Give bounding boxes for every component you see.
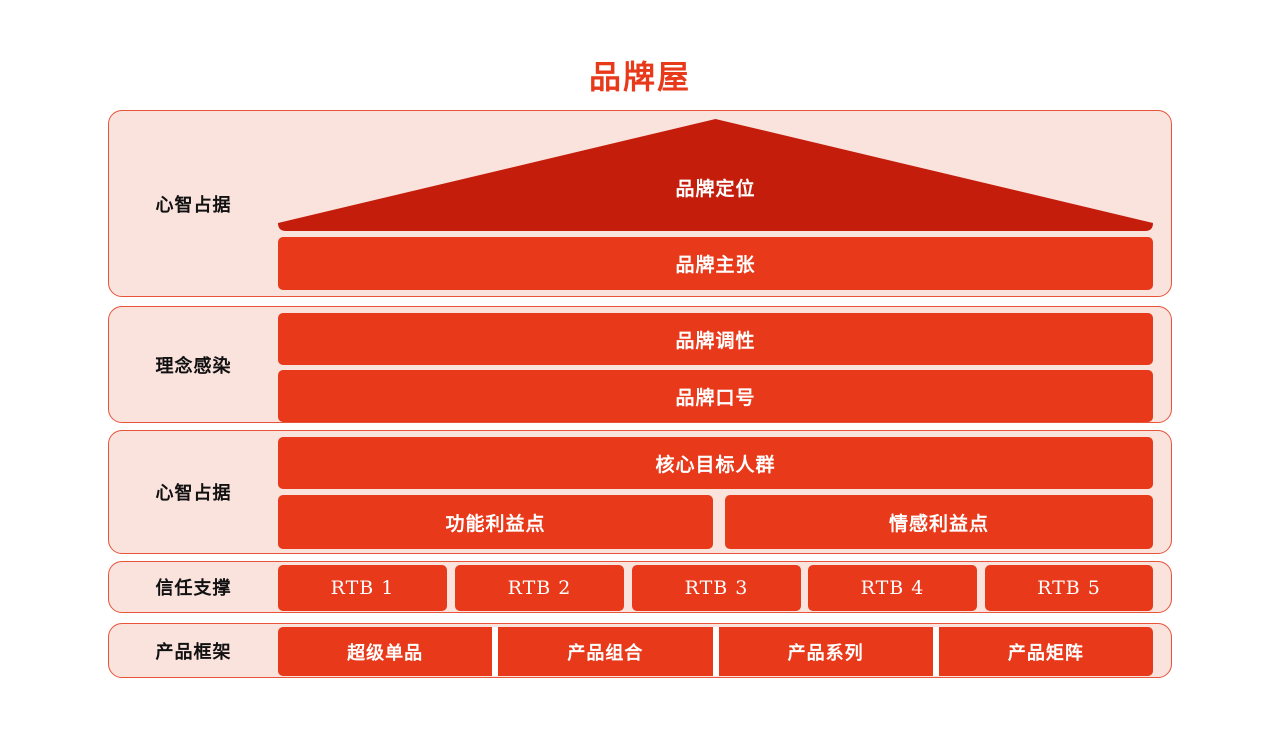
section-label: 产品框架 <box>155 641 232 663</box>
strip-divider <box>712 627 719 676</box>
section-mind-occupation-top: 心智占据 品牌定位 品牌主张 <box>108 110 1172 297</box>
section-body: RTB 1 RTB 2 RTB 3 RTB 4 RTB 5 <box>278 562 1153 612</box>
section-label: 心智占据 <box>155 483 232 504</box>
section-label: 信任支撑 <box>155 578 232 599</box>
block-super-item[interactable]: 超级单品 <box>347 642 424 664</box>
section-trust-support: 信任支撑 RTB 1 RTB 2 RTB 3 RTB 4 RTB 5 <box>108 561 1172 613</box>
page-title: 品牌屋 <box>588 58 691 96</box>
block-rtb-2[interactable]: RTB 2 <box>455 565 624 611</box>
block-rtb-4[interactable]: RTB 4 <box>808 565 977 611</box>
block-rtb-5[interactable]: RTB 5 <box>985 565 1153 611</box>
section-label: 心智占据 <box>155 194 232 216</box>
roof-shape: 品牌定位 <box>278 119 1153 231</box>
section-mind-occupation-core: 心智占据 核心目标人群 功能利益点 情感利益点 <box>108 430 1172 554</box>
section-body: 核心目标人群 功能利益点 情感利益点 <box>278 431 1153 553</box>
product-strip: 超级单品 产品组合 产品系列 产品矩阵 <box>278 627 1153 676</box>
section-product-framework: 产品框架 超级单品 产品组合 产品系列 产品矩阵 <box>108 623 1172 678</box>
section-label: 理念感染 <box>155 355 232 377</box>
block-product-series[interactable]: 产品系列 <box>787 642 864 664</box>
section-body: 品牌调性 品牌口号 <box>278 307 1153 422</box>
block-product-matrix[interactable]: 产品矩阵 <box>1007 642 1084 664</box>
block-rtb-3[interactable]: RTB 3 <box>632 565 801 611</box>
block-brand-slogan[interactable]: 品牌口号 <box>278 370 1153 422</box>
section-body: 超级单品 产品组合 产品系列 产品矩阵 <box>278 624 1153 677</box>
block-core-target-audience[interactable]: 核心目标人群 <box>278 437 1153 489</box>
roof-label[interactable]: 品牌定位 <box>675 178 756 200</box>
section-body: 品牌定位 品牌主张 <box>278 111 1153 296</box>
section-concept-infection: 理念感染 品牌调性 品牌口号 <box>108 306 1172 423</box>
block-brand-proposition[interactable]: 品牌主张 <box>278 237 1153 290</box>
block-product-combination[interactable]: 产品组合 <box>567 642 644 664</box>
strip-divider <box>932 627 939 676</box>
block-emotional-benefit[interactable]: 情感利益点 <box>725 495 1153 549</box>
block-brand-tonality[interactable]: 品牌调性 <box>278 313 1153 365</box>
block-rtb-1[interactable]: RTB 1 <box>278 565 447 611</box>
strip-divider <box>492 627 499 676</box>
block-functional-benefit[interactable]: 功能利益点 <box>278 495 713 549</box>
